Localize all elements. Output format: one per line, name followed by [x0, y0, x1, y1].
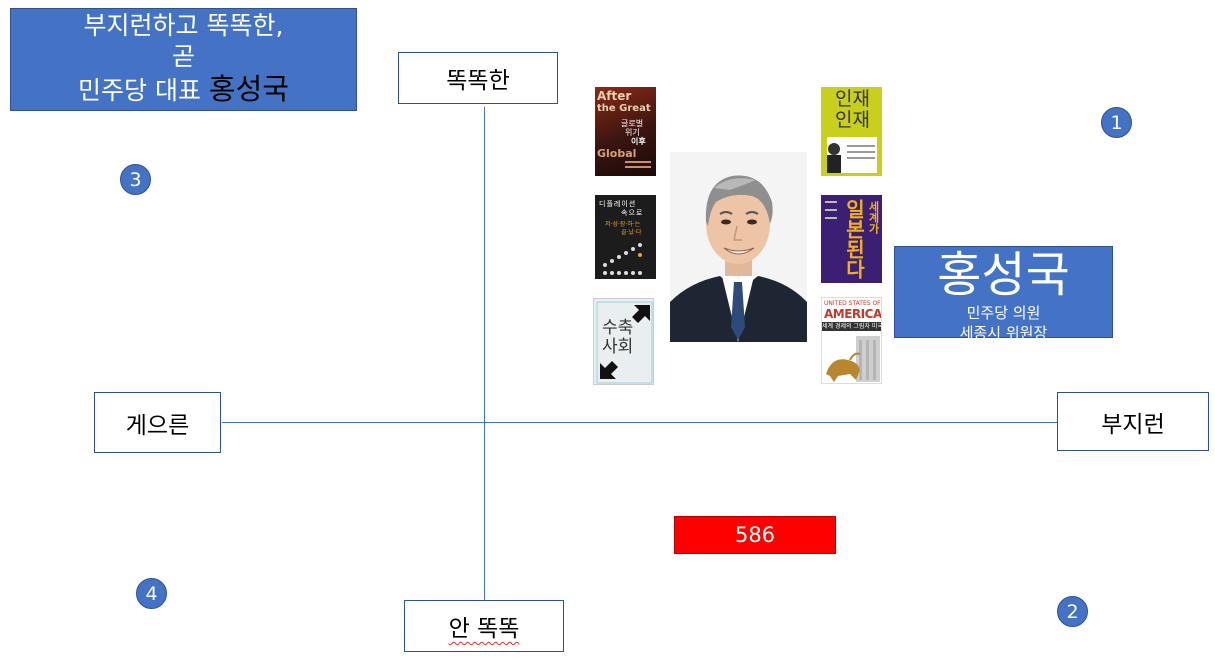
book-arrows-graphic [596, 301, 653, 384]
axis-label-bottom-text: 안 똑똑 [448, 616, 520, 642]
axis-label-top[interactable]: 똑똑한 [398, 52, 558, 104]
book-line [847, 145, 875, 147]
profile-name: 홍성국 [937, 247, 1070, 303]
title-box[interactable]: 부지런하고 똑똑한, 곧 민주당 대표 홍성국 [10, 8, 357, 111]
vertical-axis-line [484, 107, 485, 602]
person-portrait-icon [670, 152, 807, 342]
book-text: AMERICA [824, 307, 882, 321]
profile-role-1: 민주당 의원 [966, 304, 1041, 322]
book-text: 저·성·장·하·는 [605, 221, 641, 228]
book-text: Global [597, 147, 637, 160]
book-text: 골·났·다 [621, 229, 642, 236]
book-text: 속으로 [621, 209, 644, 217]
book-line [625, 166, 651, 168]
book-text: 일본된다 [842, 199, 866, 279]
book-line [847, 157, 875, 159]
axis-label-right[interactable]: 부지런 [1057, 392, 1209, 451]
book-cover-world-becomes-japan[interactable]: 세계가 일본된다 [821, 195, 882, 283]
book-side-text-area [825, 201, 839, 261]
axis-label-left[interactable]: 게으른 [94, 392, 221, 453]
quadrant-badge-2: 2 [1057, 596, 1088, 627]
book-text: 인재 [835, 88, 870, 110]
title-name-text: 홍성국 [208, 72, 289, 106]
book-text: UNITED STATES OF [824, 300, 881, 307]
title-line-1: 부지런하고 똑똑한, [83, 11, 284, 40]
quadrant-badge-3: 3 [120, 164, 151, 195]
quadrant-badge-4: 4 [136, 578, 167, 609]
title-line-2: 곧 [171, 41, 195, 71]
book-line [625, 161, 651, 163]
book-text: 인재 [835, 109, 870, 131]
book-text: 디플레이션 [599, 200, 637, 208]
profile-name-box[interactable]: 홍성국 민주당 의원 세종시 위원장 [894, 246, 1113, 342]
book-text: 글로벌 [621, 119, 644, 128]
title-party-text: 민주당 대표 [78, 76, 201, 105]
book-text: After [597, 89, 632, 103]
book-line [847, 151, 875, 153]
book-cover-after-the-great[interactable]: After the Great 글로벌 위기 이후 Global [595, 87, 656, 176]
book-cover-shrinking-society[interactable]: 수축 사회 [593, 298, 654, 385]
book-text: 사회 [602, 337, 634, 357]
horizontal-axis-line [222, 422, 1058, 423]
profile-role-2: 세종시 위원장 [959, 324, 1048, 342]
book-text: 세계가 [867, 201, 880, 234]
book-dots-graphic [603, 243, 642, 275]
book-text: 수축 [602, 318, 634, 338]
book-author-photo [827, 143, 841, 173]
book-text: 이후 [631, 137, 646, 146]
book-cover-injae[interactable]: 인재 인재 [821, 87, 882, 176]
bull-statue-graphic [826, 336, 880, 382]
book-text: the Great [597, 103, 651, 114]
generation-tag-box[interactable]: 586 [674, 516, 836, 554]
book-text: 위기 [625, 128, 640, 137]
book-cover-deflation[interactable]: 디플레이션 속으로 저·성·장·하·는 골·났·다 [595, 195, 656, 279]
book-cover-usa[interactable]: UNITED STATES OF AMERICA 세계 경제의 그림자 미국 [821, 297, 882, 384]
quadrant-badge-1: 1 [1101, 107, 1132, 138]
axis-label-bottom[interactable]: 안 똑똑 [404, 600, 564, 652]
book-text: 세계 경제의 그림자 미국 [822, 322, 882, 331]
portrait-photo[interactable] [670, 152, 807, 342]
title-line-3: 민주당 대표 홍성국 [11, 72, 356, 107]
